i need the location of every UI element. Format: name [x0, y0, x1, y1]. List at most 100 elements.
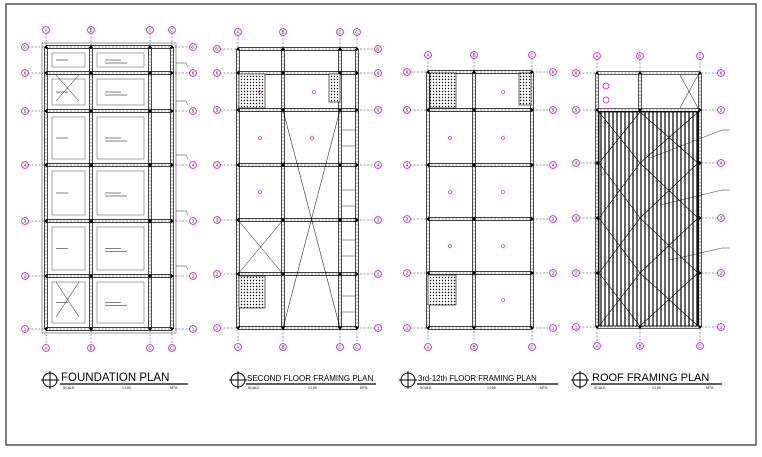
- grid-bubble-circle: [189, 69, 197, 77]
- grid-bubble-circle: [593, 342, 601, 350]
- truss-diagonal: [639, 217, 699, 274]
- grid-bubble-left: 3: [213, 216, 221, 224]
- column-mark: [530, 108, 534, 112]
- grid-bubble-top: C: [336, 28, 344, 36]
- grid-bubble-right: 6: [189, 69, 197, 77]
- grid-bubble-label: C: [698, 344, 701, 349]
- grid-bubble-label: 6: [406, 70, 409, 75]
- roof-drain-marker: [602, 82, 610, 90]
- grid-bubble-circle: [636, 52, 644, 60]
- truss-diagonal: [639, 111, 699, 164]
- column-mark: [698, 71, 702, 75]
- grid-bubble-right: 4: [717, 159, 725, 167]
- leader-line: [659, 189, 723, 206]
- grid-bubble-circle: [279, 343, 287, 351]
- grid-bubble-circle: [470, 343, 478, 351]
- grid-bubble-label: 3: [720, 216, 723, 221]
- grid-bubble-circle: [374, 216, 382, 224]
- grid-bubble-label: B: [473, 345, 476, 350]
- footing-outline: [96, 281, 145, 324]
- grid-bubble-circle: [572, 269, 580, 277]
- grid-bubble-label: B: [282, 345, 285, 350]
- grid-bubble-label: 3: [216, 218, 219, 223]
- grid-bubble-left: 5: [403, 106, 411, 114]
- truss-diagonal: [598, 162, 641, 219]
- grid-bubble-circle: [189, 107, 197, 115]
- column-mark: [355, 71, 359, 75]
- grid-bubble-circle: [234, 28, 242, 36]
- truss-diagonal: [598, 217, 641, 274]
- grid-bubble-circle: [549, 324, 557, 332]
- grid-bubble-circle: [572, 106, 580, 114]
- column-mark: [426, 108, 430, 112]
- grid-bubble-circle: [87, 344, 95, 352]
- grid-bubble-label: 6': [215, 47, 218, 52]
- grid-bubble-circle: [374, 45, 382, 53]
- grid-bubble-label: C: [530, 53, 533, 58]
- footing-outline: [96, 116, 145, 160]
- grid-bubble-bottom: C: [528, 343, 536, 351]
- grid-bubble-label: 1: [377, 326, 380, 331]
- opening-hatch: [328, 73, 341, 103]
- column-mark: [89, 45, 93, 49]
- grid-bubble-circle: [279, 28, 287, 36]
- grid-bubble-right: 6: [549, 68, 557, 76]
- grid-bubble-bottom: A: [593, 342, 601, 350]
- stair-diagonal: [55, 74, 80, 102]
- column-mark: [170, 219, 174, 223]
- grid-bubble-right: 5: [189, 107, 197, 115]
- title-block-roof: ROOF FRAMING PLAN SCALE 1:100 MTS.: [571, 371, 722, 390]
- column-mark: [148, 274, 152, 278]
- grid-bubble-right: 6': [189, 43, 197, 51]
- grid-bubble-label: B: [282, 30, 285, 35]
- scale-label: SCALE: [63, 386, 75, 390]
- opening-hatch: [427, 274, 457, 306]
- slab-marker: [448, 190, 452, 194]
- grid-bubble-circle: [403, 68, 411, 76]
- grid-bubble-circle: [717, 159, 725, 167]
- void-diagonal: [237, 219, 284, 275]
- leader-line: [185, 154, 189, 160]
- grid-bubble-circle: [213, 216, 221, 224]
- grid-bubble-circle: [353, 28, 361, 36]
- foundation-outline: [41, 42, 177, 334]
- grid-bubble-circle: [189, 161, 197, 169]
- column-mark: [281, 163, 285, 167]
- column-mark: [44, 274, 48, 278]
- opening-hatch: [238, 73, 266, 109]
- grid-bubble-label: A: [237, 30, 240, 35]
- grid-bubble-label: 2: [406, 271, 409, 276]
- footing-outline: [51, 226, 86, 271]
- column-mark: [338, 218, 342, 222]
- grid-bubble-right: 4: [374, 161, 382, 169]
- column-mark: [638, 108, 642, 112]
- truss-diagonal: [639, 162, 699, 219]
- grid-bubble-label: 1: [552, 326, 555, 331]
- grid-bubble-circle: [696, 52, 704, 60]
- column-mark: [595, 325, 599, 329]
- column-mark: [236, 71, 240, 75]
- grid-bubble-left: 4: [213, 161, 221, 169]
- grid-bubble-top: A: [424, 51, 432, 59]
- grid-bubble-circle: [374, 270, 382, 278]
- grid-bubble-label: C: [698, 54, 701, 59]
- grid-bubble-circle: [353, 343, 361, 351]
- slab-marker: [310, 136, 314, 140]
- column-mark: [89, 109, 93, 113]
- column-mark: [338, 71, 342, 75]
- grid-bubble-label: 6: [720, 71, 723, 76]
- grid-bubble-label: 6: [192, 71, 195, 76]
- leader-line: [669, 247, 723, 261]
- column-mark: [472, 326, 476, 330]
- grid-bubble-label: B: [90, 28, 93, 33]
- section-symbol-icon: [41, 371, 59, 389]
- grid-bubble-circle: [21, 217, 29, 225]
- section-symbol-icon: [399, 371, 417, 389]
- opening-diagonal: [679, 74, 699, 109]
- title-block-typical-floor: 3rd-12th FLOOR FRAMING PLAN SCALE 1:100 …: [399, 371, 558, 390]
- column-mark: [595, 108, 599, 112]
- grid-bubble-label: 6: [575, 71, 578, 76]
- grid-bubble-circle: [213, 270, 221, 278]
- grid-bubble-circle: [189, 43, 197, 51]
- grid-bubble-right: 1: [549, 324, 557, 332]
